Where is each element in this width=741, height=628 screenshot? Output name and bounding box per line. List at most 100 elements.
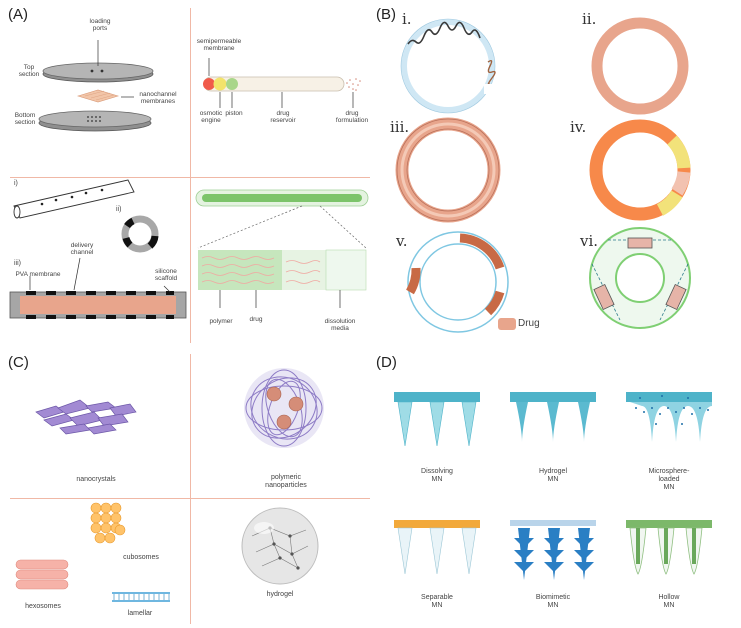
- panel-a-label: (A): [8, 6, 28, 23]
- hydrogel-sphere: [241, 507, 319, 585]
- ring-iv-segment-pink: [671, 171, 691, 196]
- silicone-scaffold-label: silicone scaffold: [154, 268, 178, 283]
- panel-a: (A) loading: [0, 0, 370, 345]
- piston: [226, 78, 238, 90]
- loading-port: [90, 69, 94, 73]
- polymer-rod-diagram: [195, 189, 369, 308]
- hollow-mn: [626, 520, 712, 575]
- ring-membrane-segment: [122, 236, 133, 248]
- polymeric-nanoparticles-label: polymeric nanoparticles: [265, 474, 307, 490]
- biomimetic-mn-label: Biomimetic MN: [535, 594, 571, 610]
- bottom-section-label: Bottom section: [14, 112, 36, 127]
- drug-reservoir-label: drug reservoir: [270, 110, 296, 125]
- roman-iii-label: iii): [14, 260, 21, 267]
- pva-membrane-label: PVA membrane: [15, 271, 61, 278]
- hydrogel-nodes: [268, 526, 300, 570]
- semipermeable-membrane-cap: [203, 78, 215, 90]
- panel-a-divider-vertical: [190, 8, 191, 343]
- bottom-port-grid: [87, 116, 101, 122]
- channel-holes: [40, 188, 104, 206]
- hexosomes-label: hexosomes: [25, 603, 61, 610]
- releasing-region: [282, 250, 326, 290]
- ring-iv-segment-yellow: [667, 135, 691, 169]
- channel-tube-end: [13, 205, 21, 219]
- pointer-line: [163, 285, 171, 293]
- ring-scaffold: [121, 215, 159, 253]
- drug-core: [20, 296, 176, 314]
- biomimetic-mn: [510, 520, 596, 580]
- legend-drug-swatch: [498, 318, 516, 330]
- lamellar-bilayers: [112, 592, 170, 602]
- polymer-chains: [201, 256, 321, 284]
- panel-c: (C) nanocrystals: [0, 350, 370, 627]
- hydrogel-mn: [510, 392, 596, 442]
- ring-vi-inner: [615, 253, 665, 303]
- nanocrystal-cluster: [35, 399, 137, 435]
- top-section-label: Top section: [18, 64, 40, 79]
- roman-ii-label: ii): [116, 206, 122, 213]
- separable-mn: [394, 520, 480, 575]
- drug-formulation-particles: [346, 78, 361, 91]
- loading-port: [100, 69, 104, 73]
- ring-i-body: [401, 19, 495, 113]
- ring-v-inner: [419, 243, 497, 321]
- delivery-channel-label: delivery channel: [70, 242, 94, 257]
- ring-vi-drug-pod: [627, 237, 653, 249]
- nanocrystals-label: nanocrystals: [76, 476, 116, 483]
- ring-v-label: v.: [396, 232, 408, 250]
- panel-d-label: (D): [376, 354, 397, 371]
- ring-membrane-segment: [124, 217, 135, 229]
- ring-membrane-segment: [147, 235, 159, 249]
- ring-v-drug-insert: [406, 267, 421, 295]
- nanochannel-membranes-label: nanochannel membranes: [139, 91, 177, 106]
- ring-vi-label: vi.: [580, 232, 599, 250]
- hydrogel-highlight: [254, 522, 274, 534]
- loading-ports-label: loading ports: [89, 18, 111, 33]
- ring-iv-segment-yellow: [656, 190, 683, 216]
- ring-iii-core-line-outer: [396, 118, 500, 222]
- roman-i-label: i): [14, 180, 18, 187]
- polymer-label: polymer: [209, 318, 233, 325]
- lipid-phases-diagram: [15, 502, 170, 602]
- nanochannel-membranes: [76, 89, 120, 103]
- ring-iv-body: [589, 119, 691, 221]
- microneedle-types: [394, 392, 712, 580]
- hydrogel-mn-label: Hydrogel MN: [538, 468, 567, 484]
- vaginal-ring-designs: [395, 17, 691, 333]
- microsphere-loaded-mn: [626, 392, 712, 442]
- lamellar-label: lamellar: [127, 610, 153, 617]
- rod-core: [202, 194, 362, 202]
- polymer-sphere: [244, 368, 324, 448]
- ring-i-label: i.: [402, 10, 412, 28]
- osmotic-engine: [213, 77, 227, 91]
- osmotic-engine-label: osmotic engine: [199, 110, 223, 125]
- dissolution-media-region: [325, 249, 367, 291]
- legend-drug-label: Drug: [518, 318, 540, 329]
- ring-v-drug-insert: [484, 290, 505, 316]
- ring-iii-core: [400, 122, 496, 218]
- ring-vi-drug-pod: [593, 283, 615, 311]
- dissolving-mn: [394, 392, 480, 447]
- panel-c-divider-vertical: [190, 354, 191, 624]
- pva-membrane-segments: [26, 291, 174, 319]
- piston-label: piston: [225, 110, 243, 117]
- panel-b: (B) i. ii. iii. iv. v. vi.: [372, 0, 741, 345]
- hexosome-rods: [15, 559, 69, 590]
- matrix-region: [198, 250, 282, 290]
- hydrogel-diagram: [241, 507, 319, 585]
- zoom-guide: [319, 205, 367, 249]
- panel-c-label: (C): [8, 354, 29, 371]
- hollow-mn-label: Hollow MN: [658, 594, 680, 610]
- ring-ii-label: ii.: [582, 10, 597, 28]
- osmotic-pump-diagram: [203, 58, 361, 108]
- panel-b-label: (B): [376, 6, 396, 23]
- drug-formulation-label: drug formulation: [335, 110, 369, 125]
- ring-i-gap: [484, 84, 492, 94]
- implant-device-diagram: [38, 40, 154, 132]
- ring-i-coil: [407, 21, 481, 45]
- ring-vi-drug-pod: [665, 283, 687, 311]
- panel-d: (D): [372, 350, 741, 627]
- separable-mn-label: Separable MN: [421, 594, 453, 610]
- zoom-guide: [197, 205, 303, 249]
- pointer-line: [73, 257, 81, 291]
